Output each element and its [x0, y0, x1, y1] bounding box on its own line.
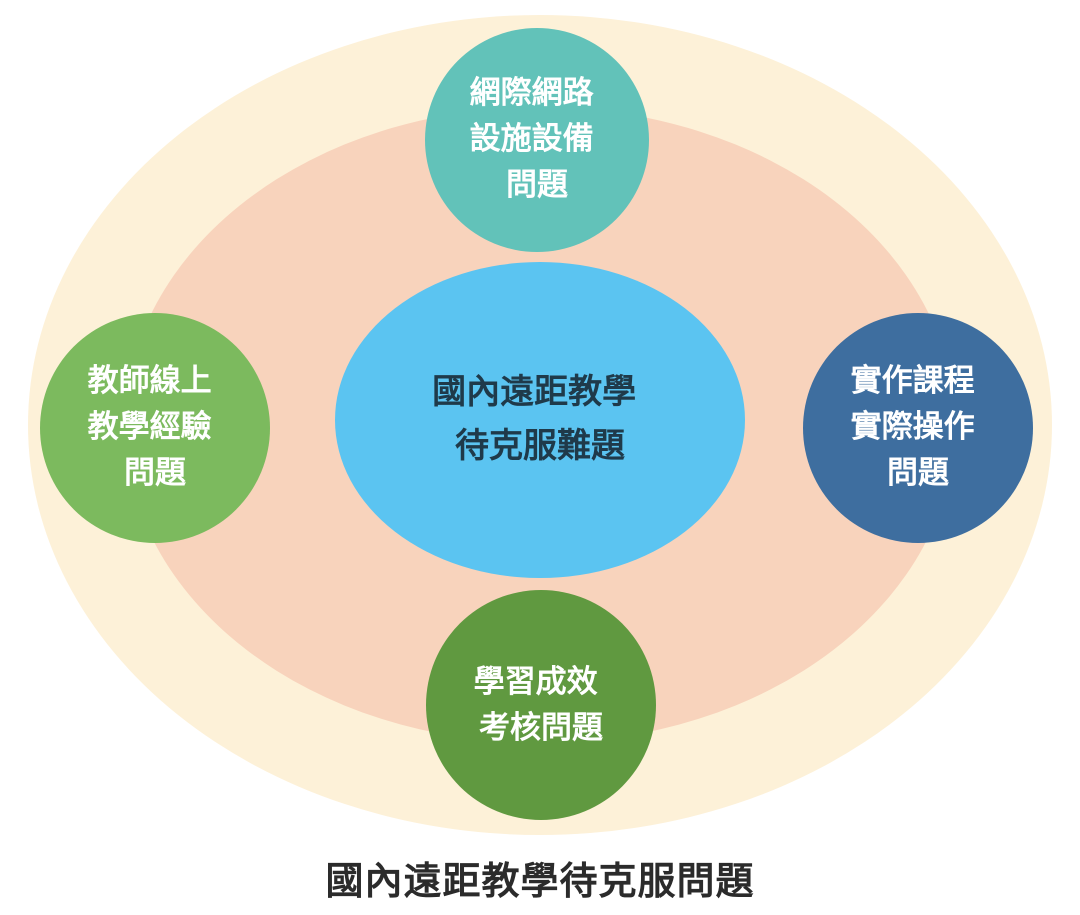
assessment-node-shape	[426, 590, 656, 820]
assessment-node-label-line-2: 考核問題	[479, 710, 603, 746]
practical-node-label-line-1: 實作課程	[851, 363, 975, 399]
teacher-node-label: 教師線上 教學經驗 問題	[88, 363, 223, 491]
teacher-node-label-line-2: 教學經驗	[88, 409, 212, 445]
teacher-node-label-line-3: 問題	[124, 455, 186, 491]
practical-node: 實作課程 實際操作 問題	[803, 313, 1033, 543]
practical-node-label-line-2: 實際操作	[851, 409, 975, 445]
assessment-node: 學習成效 考核問題	[426, 590, 656, 820]
center-node-label-line-1: 國內遠距教學	[432, 372, 636, 412]
teacher-node: 教師線上 教學經驗 問題	[40, 313, 270, 543]
internet-node-label-line-1: 網際網路	[470, 75, 595, 111]
center-node: 國內遠距教學 待克服難題	[335, 262, 745, 578]
assessment-node-label-line-1: 學習成效	[474, 664, 598, 700]
practical-node-label-line-3: 問題	[887, 455, 949, 491]
internet-node-shape	[425, 28, 649, 252]
teacher-node-shape	[40, 313, 270, 543]
internet-node-label-line-3: 問題	[506, 167, 568, 203]
practical-node-label: 實作課程 實際操作 問題	[851, 363, 986, 491]
diagram-caption: 國內遠距教學待克服問題	[325, 859, 755, 903]
center-node-label: 國內遠距教學 待克服難題	[432, 372, 648, 466]
internet-node-label-line-2: 設施設備	[470, 121, 594, 157]
center-node-shape	[335, 262, 745, 578]
internet-node: 網際網路 設施設備 問題	[425, 28, 649, 252]
teacher-node-label-line-1: 教師線上	[88, 363, 212, 399]
practical-node-shape	[803, 313, 1033, 543]
internet-node-label: 網際網路 設施設備 問題	[470, 75, 605, 203]
assessment-node-label: 學習成效 考核問題	[474, 664, 609, 746]
center-node-label-line-2: 待克服難題	[455, 426, 625, 466]
